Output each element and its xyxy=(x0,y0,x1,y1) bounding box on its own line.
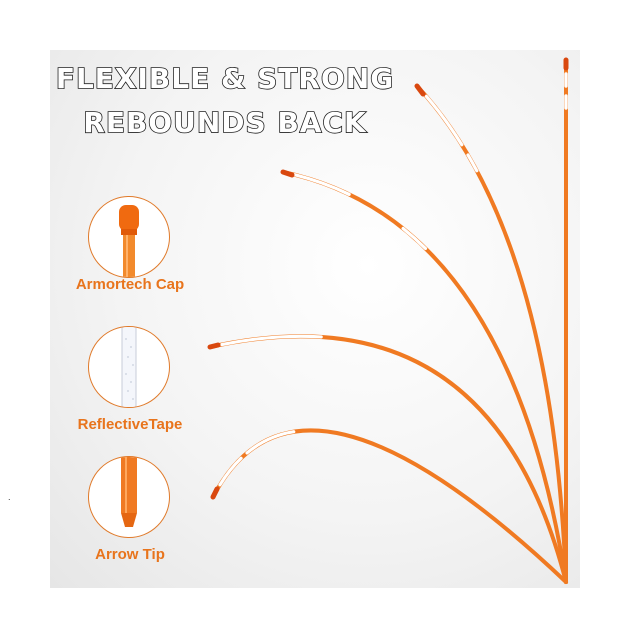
tip-callout-circle xyxy=(88,456,170,538)
headline-line-2: REBOUNDS BACK xyxy=(82,105,367,140)
rod-slight-bend xyxy=(414,83,568,584)
rod-deepest-bend xyxy=(210,428,568,584)
stray-mark: . xyxy=(8,492,11,502)
feature-label-tape: ReflectiveTape xyxy=(77,416,183,433)
headline-line-1: FLEXIBLE & STRONG xyxy=(55,61,395,96)
orange-cap-icon xyxy=(119,205,139,277)
feature-label-tip: Arrow Tip xyxy=(95,546,165,563)
rod-medium-bend xyxy=(280,169,568,584)
cap-callout-circle xyxy=(88,196,170,278)
feature-label-cap: Armortech Cap xyxy=(75,276,185,293)
tape-callout-circle xyxy=(88,326,170,408)
arrow-tip-icon xyxy=(121,457,137,527)
reflective-tape-icon xyxy=(121,327,137,407)
rod-strong-bend xyxy=(207,334,568,584)
